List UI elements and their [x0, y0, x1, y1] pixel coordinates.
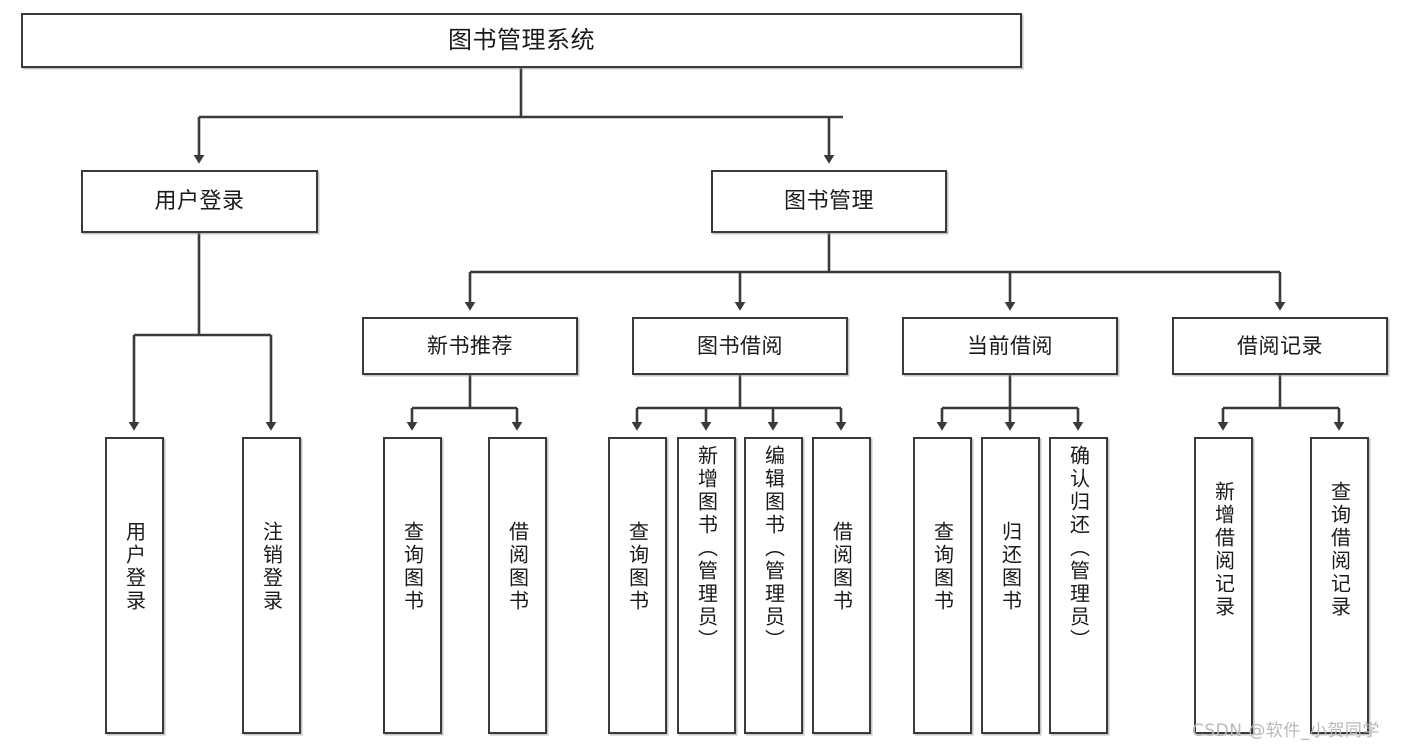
node-leaf-borrow-book-1[interactable]: 借阅图书 — [488, 437, 547, 734]
node-leaf-add-record[interactable]: 新增借阅记录 — [1194, 437, 1253, 734]
csdn-watermark: CSDN @软件_小贺同学 — [1192, 721, 1380, 741]
node-leaf-edit-book-label: 编辑图书（管理员） — [761, 445, 786, 652]
node-leaf-query-record[interactable]: 查询借阅记录 — [1310, 437, 1369, 734]
node-root-label: 图书管理系统 — [448, 26, 595, 55]
node-leaf-user-login[interactable]: 用户登录 — [105, 437, 164, 734]
node-leaf-borrow-book-2[interactable]: 借阅图书 — [812, 437, 871, 734]
node-current-borrow-label: 当前借阅 — [967, 333, 1053, 358]
node-leaf-logout-login-label: 注销登录 — [259, 521, 284, 613]
node-leaf-query-book-2[interactable]: 查询图书 — [608, 437, 667, 734]
node-leaf-add-book[interactable]: 新增图书（管理员） — [677, 437, 736, 734]
node-user-login-label: 用户登录 — [154, 188, 245, 214]
node-user-login[interactable]: 用户登录 — [81, 170, 318, 233]
node-leaf-confirm-return[interactable]: 确认归还（管理员） — [1049, 437, 1108, 734]
node-book-manage[interactable]: 图书管理 — [711, 170, 947, 233]
node-root[interactable]: 图书管理系统 — [21, 13, 1022, 68]
node-book-borrow[interactable]: 图书借阅 — [632, 317, 848, 375]
node-book-borrow-label: 图书借阅 — [697, 333, 783, 358]
node-leaf-add-book-label: 新增图书（管理员） — [694, 445, 719, 652]
node-leaf-query-record-label: 查询借阅记录 — [1327, 481, 1352, 619]
node-leaf-confirm-return-label: 确认归还（管理员） — [1066, 445, 1091, 652]
node-leaf-query-book-3-label: 查询图书 — [930, 521, 955, 613]
node-new-book-recommend[interactable]: 新书推荐 — [362, 317, 578, 375]
node-leaf-query-book-3[interactable]: 查询图书 — [913, 437, 972, 734]
node-leaf-return-book-label: 归还图书 — [998, 521, 1023, 613]
node-borrow-record-label: 借阅记录 — [1237, 333, 1323, 358]
node-leaf-return-book[interactable]: 归还图书 — [981, 437, 1040, 734]
node-leaf-logout-login[interactable]: 注销登录 — [242, 437, 301, 734]
node-leaf-edit-book[interactable]: 编辑图书（管理员） — [744, 437, 803, 734]
node-leaf-query-book-1[interactable]: 查询图书 — [383, 437, 442, 734]
node-leaf-query-book-2-label: 查询图书 — [625, 521, 650, 613]
node-current-borrow[interactable]: 当前借阅 — [902, 317, 1118, 375]
node-book-manage-label: 图书管理 — [783, 188, 874, 214]
node-leaf-user-login-label: 用户登录 — [122, 521, 147, 613]
node-leaf-query-book-1-label: 查询图书 — [400, 521, 425, 613]
node-leaf-add-record-label: 新增借阅记录 — [1211, 481, 1236, 619]
node-leaf-borrow-book-1-label: 借阅图书 — [505, 521, 530, 613]
node-borrow-record[interactable]: 借阅记录 — [1172, 317, 1388, 375]
node-leaf-borrow-book-2-label: 借阅图书 — [829, 521, 854, 613]
node-new-book-recommend-label: 新书推荐 — [427, 333, 513, 358]
